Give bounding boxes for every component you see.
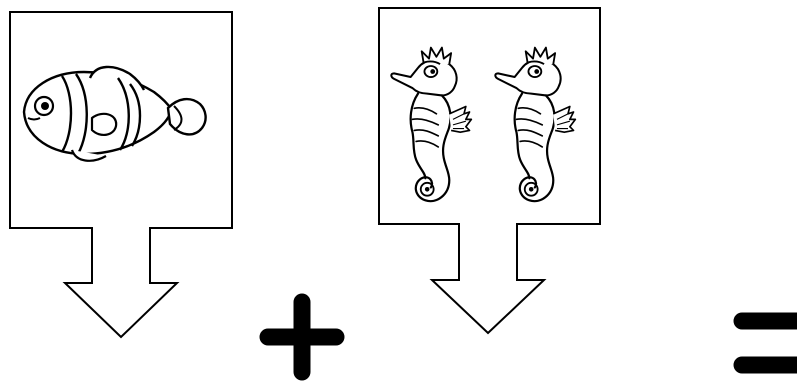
clownfish-icon <box>22 65 207 162</box>
equals-icon <box>733 312 797 374</box>
panel-clownfish <box>9 11 233 339</box>
panel-seahorses <box>378 7 601 335</box>
panel-box-left <box>9 11 233 339</box>
plus-icon <box>259 293 345 381</box>
panel-box-right <box>378 7 601 335</box>
